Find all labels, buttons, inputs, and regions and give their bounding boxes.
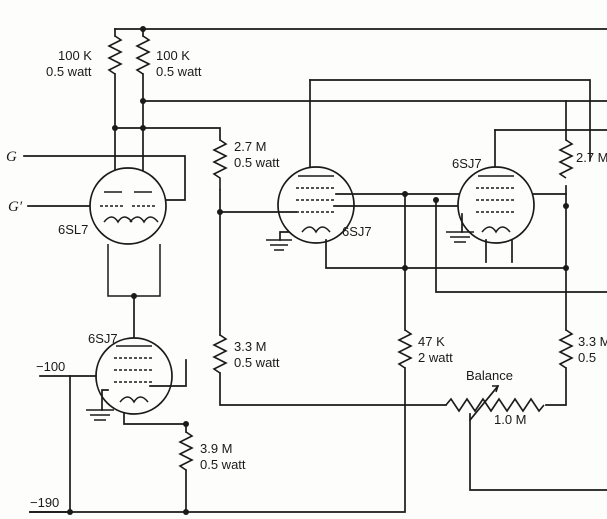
resistor-2.7m-left	[212, 139, 228, 190]
label-r8-value: 3.9 M	[200, 441, 233, 456]
label-r5-power: 0.5 watt	[234, 355, 280, 370]
label-r3-power: 0.5 watt	[234, 155, 280, 170]
pentode-mid-envelope	[277, 166, 355, 244]
label-r2-power: 0.5 watt	[156, 64, 202, 79]
label-tube-left: 6SJ7	[88, 331, 118, 346]
resistor-3.3m-right	[558, 329, 574, 369]
label-balance-value: 1.0 M	[494, 412, 527, 427]
label-r4-value: 2.7 M	[576, 150, 607, 165]
label-r5-value: 3.3 M	[234, 339, 267, 354]
label-tube-mid: 6SJ7	[342, 224, 372, 239]
label-r3-value: 2.7 M	[234, 139, 267, 154]
label-r7-value: 3.3 M	[578, 334, 607, 349]
resistor-100k-right	[135, 35, 151, 75]
label-r6-value: 47 K	[418, 334, 445, 349]
label-r2-value: 100 K	[156, 48, 190, 63]
resistor-3.9m	[178, 431, 194, 471]
label-input-g: G	[6, 149, 17, 165]
ground-symbol-mid	[266, 239, 292, 251]
ground-symbol-left	[86, 409, 114, 421]
balance-potentiometer	[445, 397, 545, 413]
resistor-47k	[397, 329, 413, 369]
label-supply-100: −100	[36, 359, 65, 374]
resistor-2.7m-right	[558, 139, 574, 179]
label-r1-value: 100 K	[58, 48, 92, 63]
label-tube-triode: 6SL7	[58, 222, 88, 237]
resistor-3.3m-left	[212, 334, 228, 374]
label-r6-power: 2 watt	[418, 350, 453, 365]
label-r1-power: 0.5 watt	[46, 64, 92, 79]
ground-symbol-right	[446, 231, 474, 243]
input-g-line	[23, 155, 186, 201]
label-r8-power: 0.5 watt	[200, 457, 246, 472]
label-input-g-prime: G′	[8, 199, 23, 215]
triode-envelope	[89, 167, 167, 245]
label-r7-power: 0.5	[578, 350, 596, 365]
label-supply-190: −190	[30, 495, 59, 510]
resistor-100k-left	[107, 35, 123, 75]
label-tube-right: 6SJ7	[452, 156, 482, 171]
third-rail	[309, 79, 591, 161]
pentode-right-envelope	[457, 166, 535, 244]
label-balance: Balance	[466, 368, 513, 383]
junction-dots	[67, 26, 569, 515]
